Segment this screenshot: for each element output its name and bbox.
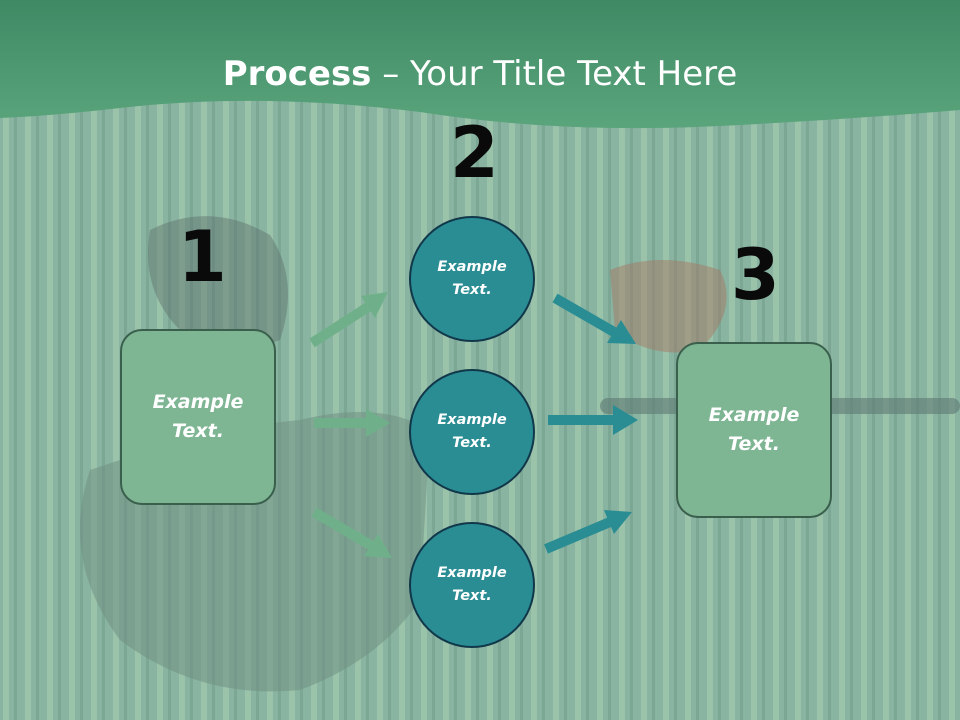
right-box-text: Example Text.: [708, 404, 800, 455]
step-number-1: 1: [178, 216, 227, 298]
circle-text-middle: Example Text.: [437, 412, 507, 451]
left-process-box: Example Text.: [120, 329, 276, 505]
title-strong: Process: [222, 54, 372, 94]
header-band: [0, 0, 960, 129]
title-rest: – Your Title Text Here: [371, 54, 738, 94]
step-number-2: 2: [450, 112, 499, 194]
circle-text-bottom: Example Text.: [437, 565, 507, 604]
process-circle-bottom: Example Text.: [409, 522, 535, 648]
left-box-text: Example Text.: [152, 391, 244, 442]
step-number-3: 3: [731, 234, 780, 316]
process-circle-middle: Example Text.: [409, 369, 535, 495]
slide-title: Process – Your Title Text Here: [0, 52, 960, 96]
process-circle-top: Example Text.: [409, 216, 535, 342]
right-process-box: Example Text.: [676, 342, 832, 518]
circle-text-top: Example Text.: [437, 259, 507, 298]
